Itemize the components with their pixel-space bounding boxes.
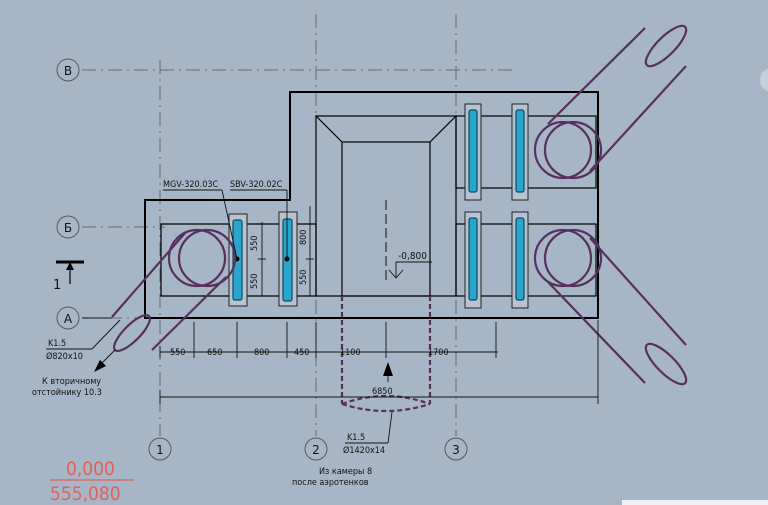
axis-bubble-row-b: Б	[56, 215, 80, 239]
axis-bubble-col-1: 1	[148, 437, 172, 461]
equipment-label-sbv: SBV-320.02C	[230, 180, 288, 259]
elevation-inner-label: -0,800	[398, 251, 427, 262]
axis-bubble-col-2: 2	[304, 437, 328, 461]
dim-overall: 6850	[159, 320, 599, 404]
dim-6850: 6850	[372, 387, 393, 397]
dim-gate-right-vertical: 800 550	[299, 206, 314, 296]
pipe-left	[111, 228, 237, 352]
dim-800: 800	[254, 348, 269, 358]
flow-arrow-bottom	[383, 362, 393, 382]
gate-right-lower-2	[511, 211, 529, 309]
elevation-stamp-bottom: 555,080	[50, 483, 121, 505]
pipe-right-upper	[533, 24, 688, 180]
dim-chain-bottom: 550 650 800 450 1100 1700	[159, 322, 498, 358]
dim-550: 550	[170, 348, 185, 358]
axis-label-col-1: 1	[156, 443, 164, 457]
gate-mgv	[228, 213, 248, 307]
dim-gate-left-bottom: 550	[250, 274, 260, 289]
edge-tool-icon[interactable]	[760, 68, 768, 92]
label-sbv: SBV-320.02C	[230, 180, 283, 190]
pipe-bottom-note-1: Из камеры 8	[319, 467, 372, 477]
dim-gate-right-top: 800	[299, 230, 309, 245]
elevation-stamp: 0,000 555,080	[50, 458, 134, 505]
chamber-outer-wall	[144, 91, 599, 319]
axis-bubble-col-3: 3	[444, 437, 468, 461]
section-mark-label: 1	[53, 278, 61, 293]
pipe-right-lower	[533, 228, 688, 386]
central-chamber-inner	[341, 141, 431, 297]
dim-gate-right-bottom: 550	[299, 270, 309, 285]
pipe-bottom-size: Ø1420x14	[343, 445, 385, 456]
section-mark: 1	[53, 260, 84, 293]
pipe-left-label: K1.5 Ø820x10 К вторичному отстойнику 10.…	[32, 317, 121, 398]
pipe-left-size: Ø820x10	[46, 351, 83, 362]
axis-bubble-row-v: В	[56, 58, 80, 82]
elevation-stamp-top: 0,000	[66, 458, 115, 480]
edge-panel	[622, 500, 768, 505]
equipment-label-mgv: MGV-320.03C	[163, 180, 238, 260]
label-mgv: MGV-320.03C	[163, 180, 219, 190]
dim-1100: 1100	[340, 348, 361, 358]
dim-gate-left-vertical: 550 550	[250, 222, 266, 296]
pipe-bottom-note-2: после аэротенков	[292, 478, 369, 488]
dim-1700: 1700	[428, 348, 449, 358]
axis-label-row-v: В	[64, 64, 72, 78]
dim-450: 450	[294, 348, 309, 358]
pipe-left-note-1: К вторичному	[42, 377, 101, 387]
axis-label-col-3: 3	[452, 443, 460, 457]
gate-right-upper-1	[464, 103, 482, 201]
axis-label-row-a: А	[64, 312, 73, 326]
gate-right-lower-1	[464, 211, 482, 309]
dim-650: 650	[207, 348, 222, 358]
pipe-bottom-label: K1.5 Ø1420x14 Из камеры 8 после аэротенк…	[292, 411, 393, 488]
pipe-bottom	[340, 296, 432, 413]
dim-gate-left-top: 550	[250, 236, 260, 251]
axis-bubble-row-a: А	[56, 306, 80, 330]
elevation-marker-inner: -0,800	[388, 251, 432, 279]
axis-label-col-2: 2	[312, 443, 320, 457]
pipe-bottom-code: K1.5	[347, 433, 365, 443]
pipe-left-code: K1.5	[48, 339, 66, 349]
gate-right-upper-2	[511, 103, 529, 201]
axis-label-row-b: Б	[64, 221, 72, 235]
gate-sbv	[278, 211, 298, 307]
pipe-left-note-2: отстойнику 10.3	[32, 388, 102, 398]
